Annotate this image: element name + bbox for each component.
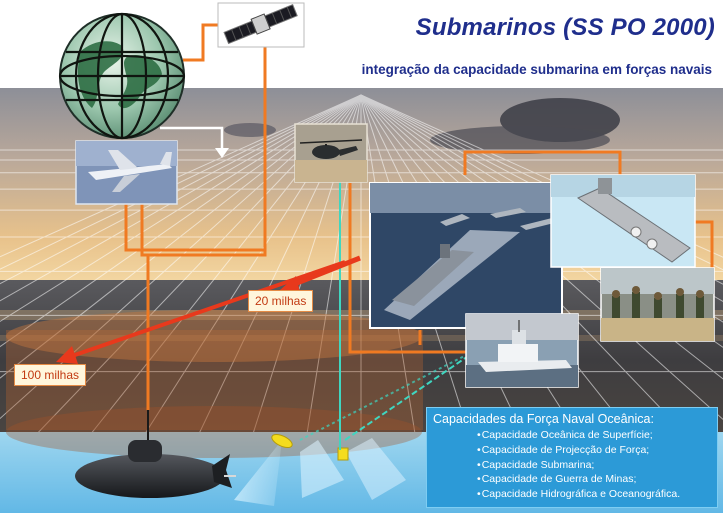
submarine-icon [75, 410, 236, 498]
aircraft-icon [75, 140, 178, 205]
capabilities-panel: Capacidades da Força Naval Oceânica: Cap… [426, 407, 718, 508]
capability-item: Capacidade de Projecção de Força; [477, 443, 711, 458]
frigate-icon [550, 174, 696, 268]
capability-item: Capacidade Oceânica de Superfície; [477, 428, 711, 443]
fleet-icon [369, 182, 563, 329]
satellite-icon [217, 2, 305, 48]
marines-icon [600, 267, 715, 342]
range-arrows [56, 255, 361, 364]
globe-icon [58, 12, 186, 140]
helicopter-icon [294, 123, 368, 183]
range-label-100: 100 milhas [14, 364, 87, 386]
range-label-20: 20 milhas [248, 290, 314, 312]
capability-item: Capacidade Hidrográfica e Oceanográfica. [477, 487, 711, 502]
capability-item: Capacidade Submarina; [477, 458, 711, 473]
link-lines [124, 23, 714, 410]
survey-ship-icon [465, 313, 579, 388]
signal-lines [299, 178, 481, 450]
capabilities-heading: Capacidades da Força Naval Oceânica: [433, 412, 654, 426]
capabilities-list: Capacidade Oceânica de Superfície; Capac… [433, 428, 711, 502]
page-title: Submarinos (SS PO 2000) [415, 14, 715, 41]
page-subtitle: integração da capacidade submarina em fo… [361, 62, 712, 77]
globe-link-arrow [160, 126, 229, 158]
sonar-icon [234, 434, 406, 506]
capability-item: Capacidade de Guerra de Minas; [477, 472, 711, 487]
